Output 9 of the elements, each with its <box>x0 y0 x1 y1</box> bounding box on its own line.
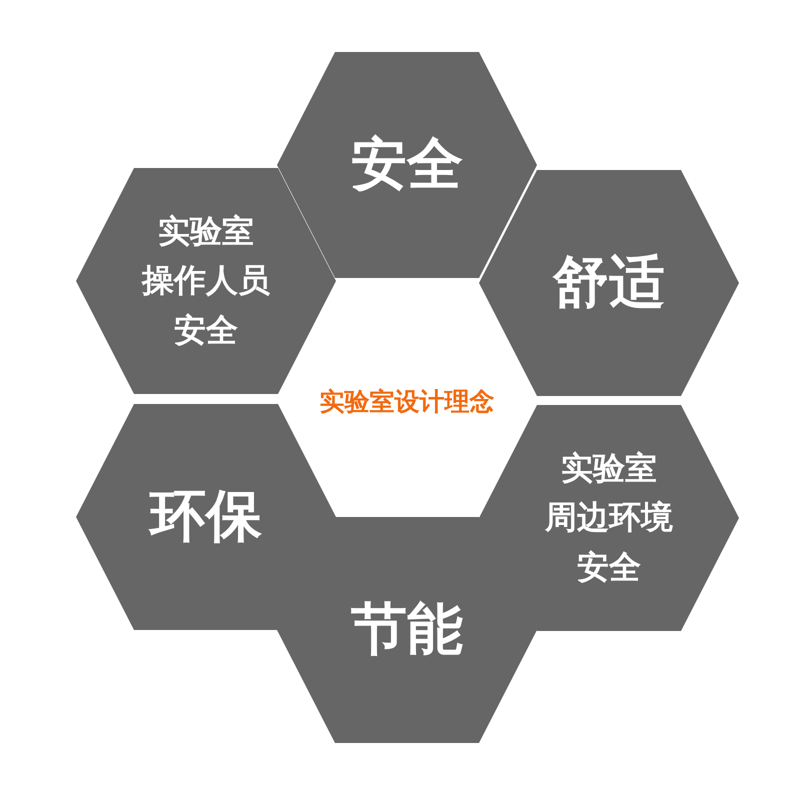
hexagon-label: 节能 <box>351 596 463 664</box>
center-title: 实验室设计理念 <box>318 386 496 418</box>
hexagon-tile <box>277 52 537 278</box>
hexagon-label: 实验室操作人员安全 <box>142 210 270 351</box>
hexagon-label: 环保 <box>150 482 262 551</box>
hexagon-label: 舒适 <box>553 248 665 317</box>
hexagon-label: 实验室周边环境安全 <box>545 448 673 588</box>
hexagon-label: 安全 <box>351 130 463 199</box>
hexagon-tile <box>277 517 537 743</box>
